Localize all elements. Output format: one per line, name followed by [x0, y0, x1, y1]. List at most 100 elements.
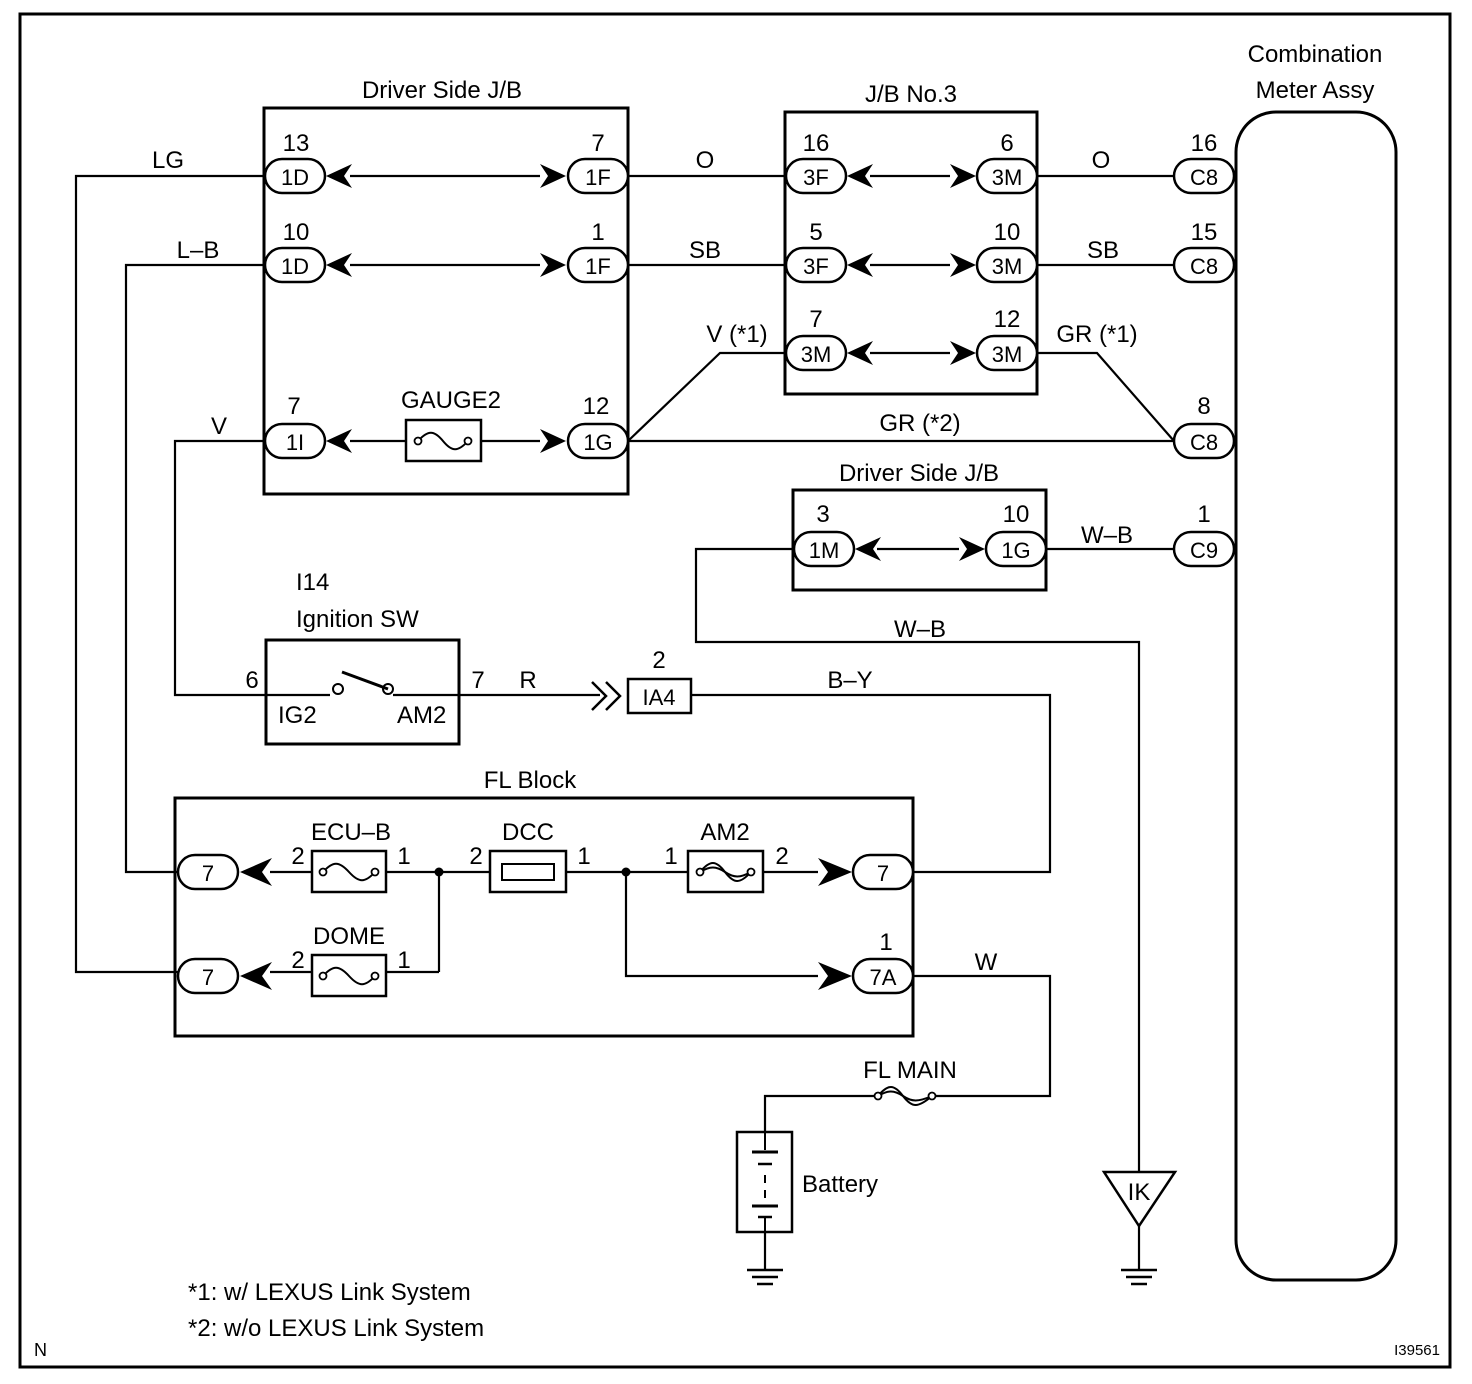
- ignition-switch-label: Ignition SW: [296, 606, 419, 633]
- svg-text:10: 10: [994, 219, 1021, 246]
- footnote-1: *1: w/ LEXUS Link System: [188, 1279, 471, 1306]
- terminal-markers: [240, 164, 985, 990]
- combination-meter-body: [1234, 110, 1398, 1282]
- connector-c8-15: [1172, 246, 1236, 284]
- footnote-2: *2: w/o LEXUS Link System: [188, 1315, 484, 1342]
- corner-letter: N: [34, 1340, 47, 1360]
- svg-text:12: 12: [583, 393, 610, 420]
- svg-text:1: 1: [879, 929, 892, 956]
- svg-text:GR (*1): GR (*1): [1056, 321, 1137, 348]
- splice-dot-2: [621, 867, 631, 877]
- svg-text:SB: SB: [1087, 237, 1119, 264]
- svg-text:8: 8: [1197, 393, 1210, 420]
- svg-text:W–B: W–B: [1081, 522, 1133, 549]
- wire-by: [691, 693, 1052, 874]
- dome-label: DOME: [313, 923, 385, 950]
- svg-text:6: 6: [245, 667, 258, 694]
- svg-text:1: 1: [577, 843, 590, 870]
- ignition-switch-box: [264, 638, 461, 746]
- svg-text:3M: 3M: [801, 342, 832, 367]
- wire-v: [173, 439, 266, 697]
- connector-c9-1: [1172, 530, 1236, 568]
- dcc-label: DCC: [502, 819, 554, 846]
- connector-1f-1: [566, 246, 630, 284]
- svg-text:3F: 3F: [803, 254, 829, 279]
- svg-text:C8: C8: [1190, 165, 1218, 190]
- svg-text:2: 2: [291, 843, 304, 870]
- ignition-ig2-label: IG2: [278, 702, 317, 729]
- svg-text:1D: 1D: [281, 254, 309, 279]
- svg-text:C8: C8: [1190, 254, 1218, 279]
- svg-text:1: 1: [397, 947, 410, 974]
- ground-icon-ik: [1101, 1170, 1178, 1286]
- connector-3m-7: [784, 334, 848, 372]
- driver-side-jb-bottom: [791, 488, 1048, 592]
- svg-text:7: 7: [202, 965, 214, 990]
- svg-text:B–Y: B–Y: [827, 667, 872, 694]
- fuse-dome: [310, 953, 388, 998]
- svg-text:7: 7: [591, 130, 604, 157]
- svg-text:1: 1: [591, 219, 604, 246]
- svg-text:16: 16: [1191, 130, 1218, 157]
- svg-text:15: 15: [1191, 219, 1218, 246]
- connector-1i-7: [263, 422, 327, 460]
- jb-no3-label: J/B No.3: [865, 81, 957, 108]
- svg-text:1F: 1F: [585, 254, 611, 279]
- wire-v1: [627, 351, 786, 442]
- ignition-am2-label: AM2: [397, 702, 446, 729]
- ia4-chevron: [591, 681, 622, 711]
- wire-w: [913, 974, 1052, 1098]
- svg-text:L–B: L–B: [177, 237, 220, 264]
- pin-numbers: 13 7 10 1 7 12 16 6 5 10 7 12 3 10 16 15…: [245, 130, 1217, 974]
- svg-text:O: O: [1092, 147, 1111, 174]
- svg-text:10: 10: [1003, 501, 1030, 528]
- svg-text:1: 1: [1197, 501, 1210, 528]
- svg-text:10: 10: [283, 219, 310, 246]
- svg-text:2: 2: [291, 947, 304, 974]
- connector-1m-3: [792, 530, 856, 568]
- svg-text:1: 1: [664, 843, 677, 870]
- connector-3m-10: [975, 246, 1039, 284]
- fuse-am2: [686, 849, 765, 894]
- connector-fl-7-dome: [176, 957, 240, 995]
- svg-text:V (*1): V (*1): [706, 321, 767, 348]
- connector-7a: [851, 957, 915, 995]
- diagram-frame: [18, 12, 1452, 1369]
- battery-icon: [735, 1130, 794, 1234]
- driver-side-jb-top: [262, 106, 630, 496]
- svg-text:2: 2: [775, 843, 788, 870]
- svg-text:LG: LG: [152, 147, 184, 174]
- driver-side-jb-bottom-label: Driver Side J/B: [839, 460, 999, 487]
- svg-text:2: 2: [469, 843, 482, 870]
- svg-text:R: R: [519, 667, 536, 694]
- wire-lg: [74, 174, 266, 974]
- connector-ia4: [626, 677, 693, 715]
- connector-3f-16: [784, 157, 848, 195]
- connector-c8-8: [1172, 422, 1236, 460]
- svg-text:6: 6: [1000, 130, 1013, 157]
- svg-text:GR (*2): GR (*2): [879, 410, 960, 437]
- ecu-b-label: ECU–B: [311, 819, 391, 846]
- svg-text:V: V: [211, 413, 227, 440]
- ground-icon-battery: [747, 1268, 783, 1286]
- svg-text:7: 7: [202, 861, 214, 886]
- connector-3f-5: [784, 246, 848, 284]
- svg-text:C8: C8: [1190, 430, 1218, 455]
- switch-lever: [341, 670, 389, 691]
- driver-side-jb-top-label: Driver Side J/B: [362, 77, 522, 104]
- svg-text:3F: 3F: [803, 165, 829, 190]
- svg-text:O: O: [696, 147, 715, 174]
- svg-text:13: 13: [283, 130, 310, 157]
- combination-meter-title-2: Meter Assy: [1256, 77, 1375, 104]
- svg-text:7: 7: [471, 667, 484, 694]
- svg-text:3M: 3M: [992, 165, 1023, 190]
- svg-text:1I: 1I: [286, 430, 304, 455]
- connector-1d-10: [263, 246, 327, 284]
- ground-ik-label: IK: [1128, 1179, 1151, 1206]
- svg-text:1: 1: [397, 843, 410, 870]
- combination-meter-title-1: Combination: [1248, 41, 1383, 68]
- battery-label: Battery: [802, 1171, 878, 1198]
- svg-text:16: 16: [803, 130, 830, 157]
- am2-fuse-label: AM2: [700, 819, 749, 846]
